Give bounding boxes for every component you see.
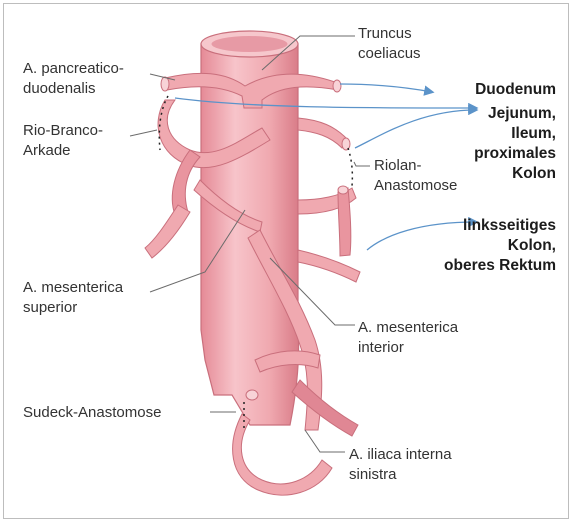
label-truncus-coeliacus-1: Truncus (358, 24, 412, 43)
label-rio-branco-2: Arkade (23, 141, 71, 160)
label-mesenterica-inferior-1: A. mesenterica (358, 318, 458, 337)
label-iliaca-2: sinistra (349, 465, 397, 484)
label-riolan-1: Riolan- (374, 156, 422, 175)
target-jejunum: Jejunum, Ileum, proximales Kolon (474, 104, 556, 184)
riolan-dotted (348, 148, 352, 186)
label-pancreatico-1: A. pancreatico- (23, 59, 124, 78)
label-mesenterica-superior-2: superior (23, 298, 77, 317)
mesenterica-superior-right-branch (298, 118, 350, 150)
target-links-2: Kolon, (444, 236, 556, 256)
label-rio-branco-1: Rio-Branco- (23, 121, 103, 140)
target-jejunum-2: Ileum, (474, 124, 556, 144)
target-links-kolon: linksseitiges Kolon, oberes Rektum (444, 216, 556, 276)
label-mesenterica-inferior-2: interior (358, 338, 404, 357)
target-links-1: linksseitiges (444, 216, 556, 236)
label-mesenterica-superior-1: A. mesenterica (23, 278, 123, 297)
target-jejunum-3: proximales (474, 144, 556, 164)
target-jejunum-1: Jejunum, (474, 104, 556, 124)
mesenterica-inferior-right (298, 186, 360, 282)
target-duodenum: Duodenum (475, 80, 556, 100)
label-pancreatico-2: duodenalis (23, 79, 96, 98)
label-truncus-coeliacus-2: coeliacus (358, 44, 421, 63)
label-sudeck: Sudeck-Anastomose (23, 403, 161, 422)
target-links-3: oberes Rektum (444, 256, 556, 276)
target-jejunum-4: Kolon (474, 164, 556, 184)
label-iliaca-1: A. iliaca interna (349, 445, 452, 464)
label-riolan-2: Anastomose (374, 176, 457, 195)
target-duodenum-text: Duodenum (475, 80, 556, 100)
